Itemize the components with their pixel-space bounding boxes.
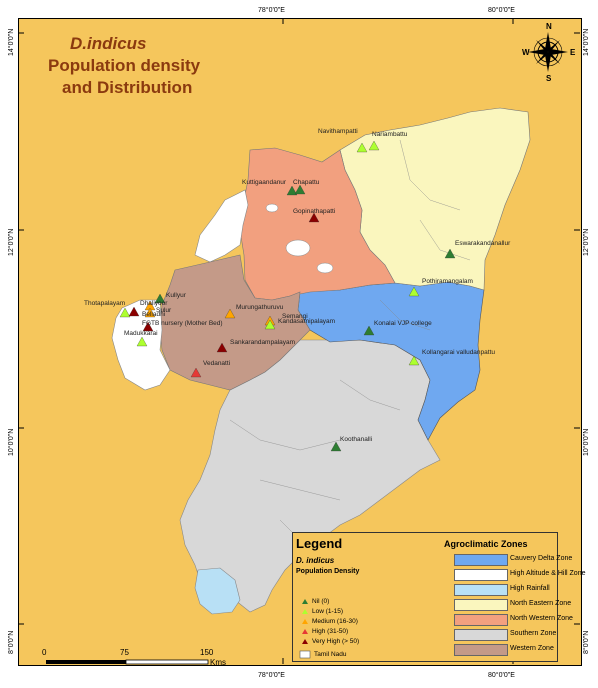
north-western-zone	[239, 147, 396, 301]
map-title-line3: and Distribution	[62, 78, 193, 97]
high-rainfall-zone	[194, 567, 241, 615]
zone-label: Cauvery Delta Zone	[510, 555, 573, 562]
place-label: Kandasamipalayam	[278, 318, 336, 325]
legend-title: Legend	[296, 536, 343, 551]
place-label: Gopinathapatti	[293, 208, 336, 215]
site-marker-low	[136, 336, 148, 347]
site-marker-medium	[144, 307, 156, 318]
place-label: Belladhi	[142, 311, 166, 318]
place-label: Navithampatti	[318, 128, 358, 135]
site-marker-nil	[363, 325, 375, 336]
legend-marker-very-high	[302, 639, 308, 644]
compass-rose-icon	[528, 32, 568, 72]
zone-label: North Western Zone	[510, 615, 573, 622]
site-marker-low	[408, 355, 420, 366]
place-label: Chapattu	[293, 179, 320, 186]
place-label: Sankarandampalayam	[230, 339, 296, 346]
place-label: Kollangarai valludanpattu	[422, 349, 495, 356]
site-marker-low	[356, 142, 368, 153]
place-label: Madukkarai	[124, 330, 158, 337]
place-label: Koothanalli	[340, 436, 373, 443]
site-marker-low	[408, 286, 420, 297]
compass-s: S	[546, 74, 552, 83]
site-marker-nil	[286, 185, 298, 196]
lake-white-3	[265, 203, 279, 213]
compass-n: N	[546, 22, 552, 31]
place-label: Kullyur	[166, 292, 186, 299]
top-tick-78: 78°0'0"E	[258, 7, 285, 14]
site-marker-low	[264, 319, 276, 330]
legend-population-density: Population Density	[296, 568, 360, 575]
legend-tamil-nadu: Tamil Nadu	[314, 651, 347, 658]
legend-marker-low	[302, 609, 308, 614]
legend-marker-high	[302, 629, 308, 634]
zone-swatch-north-western	[454, 614, 508, 626]
scale-label-75: 75	[120, 648, 129, 657]
place-label: Thotapalayam	[84, 300, 126, 307]
map-title-species: D.indicus	[70, 34, 147, 53]
site-marker-very-high	[308, 212, 320, 223]
place-label: Pothiramangalam	[422, 278, 473, 285]
zone-swatch-north-eastern	[454, 599, 508, 611]
legend-item: Medium (16-30)	[312, 618, 358, 625]
place-label: Vedanatti	[203, 360, 231, 367]
place-label: Nariambattu	[372, 131, 408, 138]
western-zone	[159, 254, 311, 391]
zone-swatch-cauvery	[454, 554, 508, 566]
scale-label-150: 150	[200, 648, 214, 657]
zone-label: Western Zone	[510, 645, 554, 652]
bottom-tick-78: 78°0'0"E	[258, 672, 285, 679]
legend-marker-medium	[302, 619, 308, 624]
lake-white-2	[316, 262, 334, 274]
zone-swatch-high-rainfall	[454, 584, 508, 596]
top-tick-80: 80°0'0"E	[488, 7, 515, 14]
site-marker-nil	[294, 184, 306, 195]
site-marker-low	[368, 140, 380, 151]
site-marker-very-high	[142, 321, 154, 332]
zone-label: Southern Zone	[510, 630, 557, 637]
site-marker-medium	[224, 308, 236, 319]
compass-e: E	[570, 48, 576, 57]
legend-item: Very High (> 50)	[312, 638, 360, 645]
agro-zones-title: Agroclimatic Zones	[444, 539, 528, 549]
zone-label: High Rainfall	[510, 585, 550, 592]
place-label: Konalai VJP college	[374, 320, 432, 327]
zone-label: North Eastern Zone	[510, 600, 572, 607]
site-marker-low	[119, 307, 131, 318]
legend-species: D. indicus	[296, 556, 335, 565]
bottom-tick-80: 80°0'0"E	[488, 672, 515, 679]
site-marker-nil	[154, 293, 166, 304]
zone-swatch-high-altitude	[454, 569, 508, 581]
legend-marker-nil	[302, 599, 308, 604]
place-label: Sulur	[156, 307, 172, 314]
scale-label-0: 0	[42, 648, 47, 657]
zone-swatch-western	[454, 644, 508, 656]
place-label: Eswarakandanallur	[455, 240, 511, 247]
zone-label: High Altitude & Hill Zone	[510, 570, 586, 577]
legend-item: Nil (0)	[312, 598, 330, 605]
high-altitude-north	[194, 189, 249, 263]
site-marker-very-high	[216, 342, 228, 353]
place-label: Dhaliyoor	[140, 300, 168, 307]
place-label: Murungathuruvu	[236, 304, 284, 311]
place-label: Kuttigaandanur	[242, 179, 287, 186]
legend-item: Low (1-15)	[312, 608, 344, 615]
legend-panel	[292, 532, 558, 662]
site-marker-nil	[444, 248, 456, 259]
place-label: Semangi	[282, 313, 308, 320]
site-marker-high	[190, 367, 202, 378]
lake-white-1	[285, 239, 311, 257]
scale-unit: Kms	[210, 658, 226, 667]
site-marker-very-high	[128, 306, 140, 317]
map-title-line2: Population density	[48, 56, 201, 75]
scale-bar-graphic	[46, 659, 209, 665]
legend-tamil-nadu-swatch	[299, 650, 311, 659]
place-label: FGTB nursery (Mother Bed)	[142, 320, 223, 327]
zone-swatch-southern	[454, 629, 508, 641]
site-marker-nil	[330, 441, 342, 452]
legend-item: High (31-50)	[312, 628, 349, 635]
compass-w: W	[522, 48, 530, 57]
